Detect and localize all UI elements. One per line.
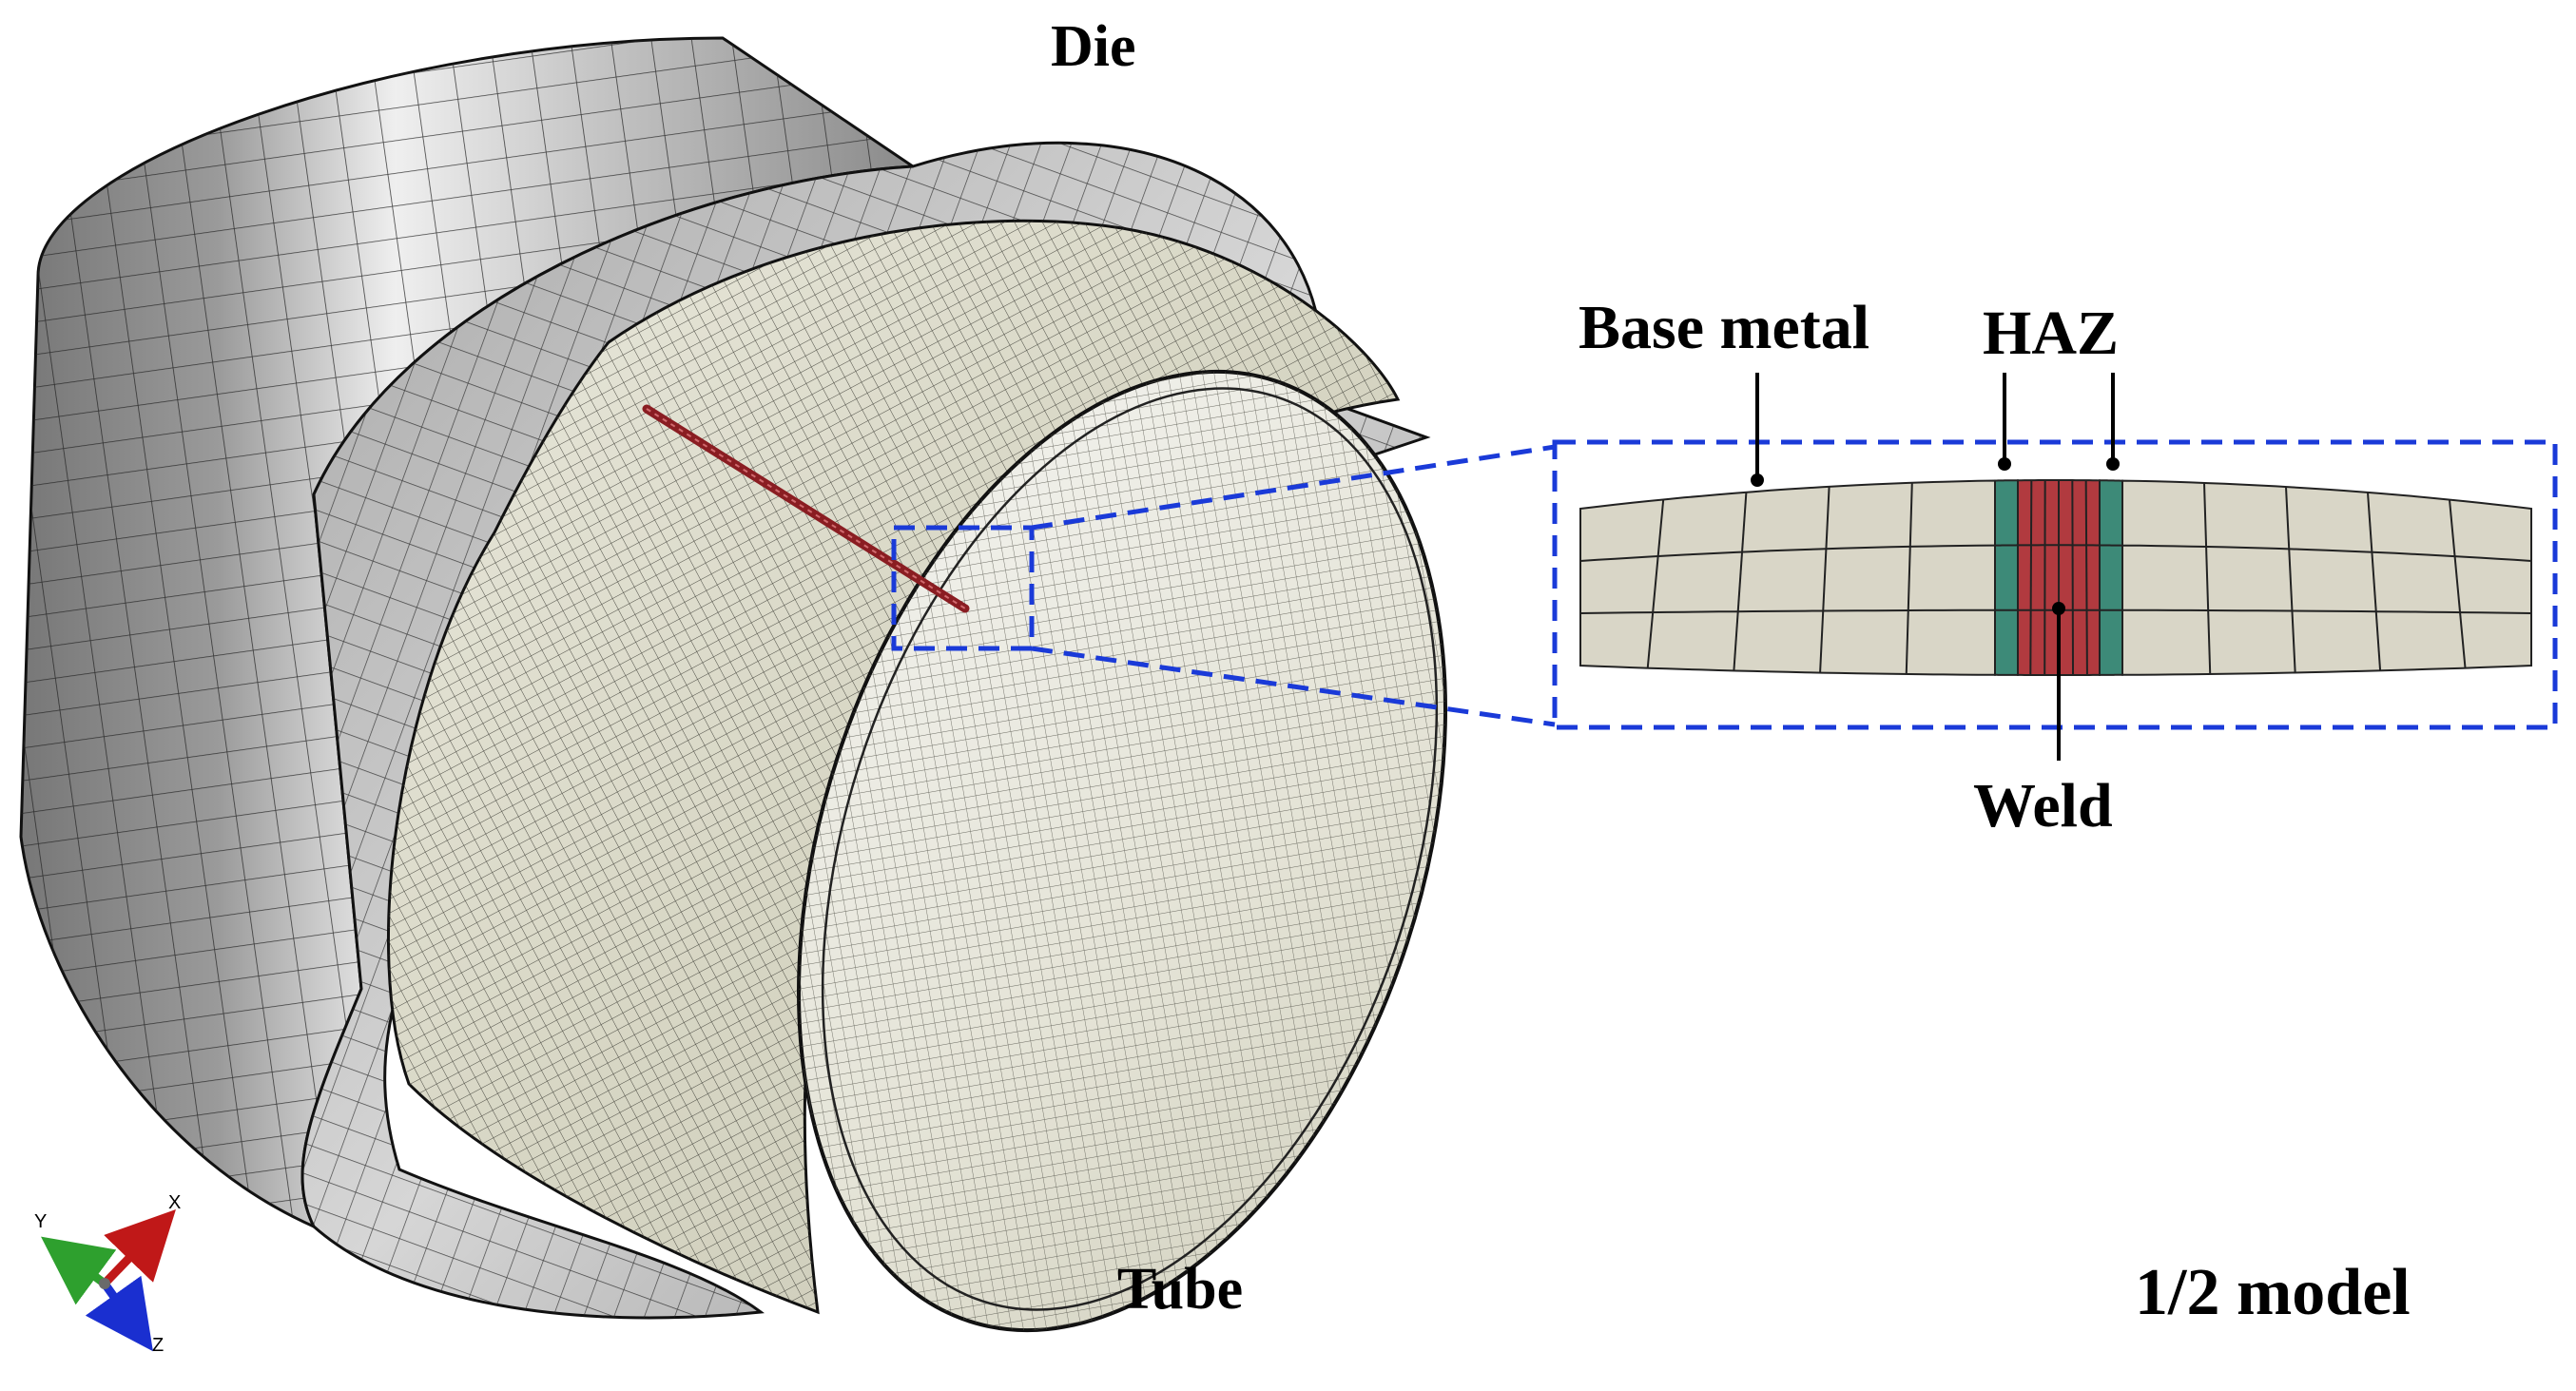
mesh-column-line [2086,480,2087,675]
mesh-column-line [2072,480,2073,675]
haz-left [1995,480,2018,675]
mesh-column-line [2030,480,2031,675]
coordinate-triad [68,1234,152,1323]
base-metal-left [1580,481,1995,675]
base-metal-right [2122,481,2531,675]
cross-section-detail [1580,480,2531,675]
axis-x-arrow [105,1234,152,1284]
axis-z-label: Z [152,1336,164,1355]
axis-z-arrow [105,1284,133,1323]
base-metal-label: Base metal [1579,297,1869,359]
haz-label: HAZ [1983,302,2119,365]
haz-right [2100,480,2122,675]
tube-label: Tube [1117,1260,1243,1319]
weld-label: Weld [1973,775,2113,838]
axis-x-label: X [168,1193,181,1212]
axis-y-label: Y [34,1212,47,1231]
die-label: Die [1051,17,1136,76]
axis-y-arrow [68,1257,105,1284]
model-scale-label: 1/2 model [2135,1260,2411,1326]
